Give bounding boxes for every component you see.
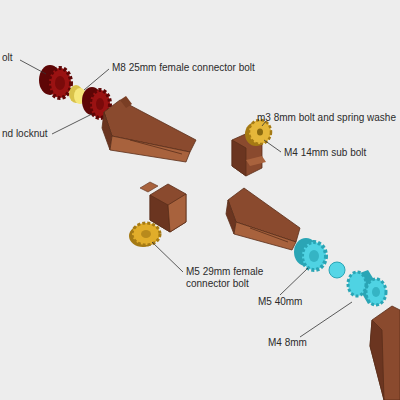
part-label: m3 8mm bolt and spring washe <box>257 112 396 124</box>
part-label: olt <box>2 52 13 64</box>
cyan-gear <box>294 238 326 270</box>
brown-arm <box>370 306 400 400</box>
brown-arm <box>226 188 300 250</box>
part-label: M5 40mm <box>258 296 302 308</box>
part-label: M4 14mm sub bolt <box>284 147 366 159</box>
part-label: nd locknut <box>2 128 48 140</box>
orange-washer <box>129 223 160 247</box>
part-label: M5 29mm female connector bolt <box>186 266 270 290</box>
part-label: M4 8mm <box>268 337 307 349</box>
cyan-cylinder <box>348 270 386 305</box>
red-nut <box>39 65 71 98</box>
cyan-ball <box>329 262 345 278</box>
leader-line <box>20 60 352 337</box>
part-label: M8 25mm female connector bolt <box>112 62 255 74</box>
brown-arm <box>102 96 196 162</box>
